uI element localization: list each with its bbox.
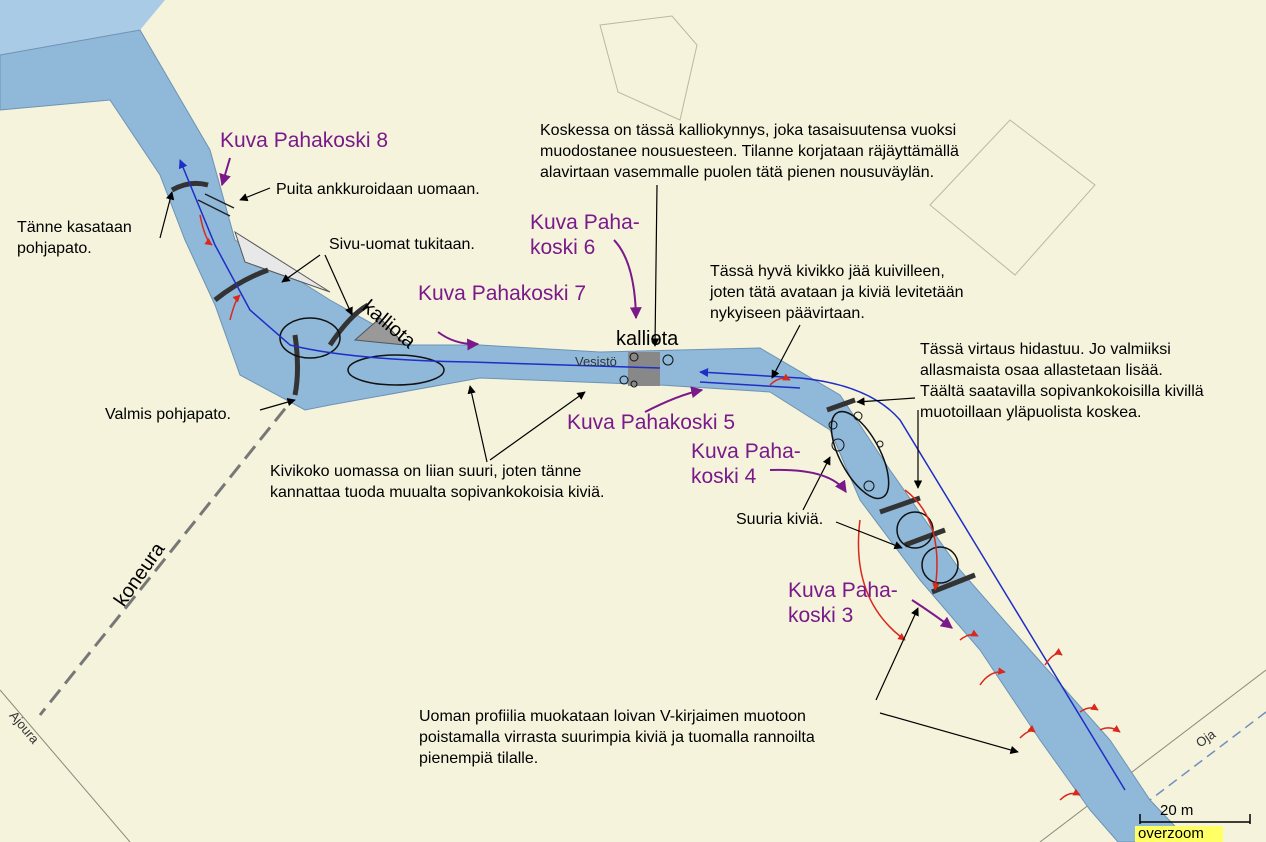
- scale-distance: 20 m: [1160, 802, 1194, 819]
- kalliota-label-2: kalliota: [616, 328, 679, 350]
- note-kivikoko: Kivikoko uomassa on liian suuri, joten t…: [270, 463, 605, 501]
- flow-arrows: [178, 159, 1126, 791]
- note-puita: Puita ankkuroidaan uomaan.: [276, 181, 480, 198]
- river-channel: [0, 29, 1191, 842]
- photo-label-5[interactable]: Kuva Pahakoski 5: [567, 411, 736, 434]
- overzoom-label: overzoom: [1138, 825, 1204, 842]
- stones: [619, 352, 884, 492]
- note-uoman: Uoman profiilia muokataan loivan V-kirja…: [419, 708, 815, 767]
- ajoura-road: [0, 689, 131, 842]
- oja-ditch-line: [1149, 711, 1266, 801]
- scale-bar: [1135, 814, 1251, 842]
- photo-label-6[interactable]: Kuva Paha- koski 6: [530, 211, 640, 259]
- vesisto-label: Vesistö: [575, 354, 617, 369]
- note-sivu: Sivu-uomat tukitaan.: [329, 236, 475, 253]
- bedrock-sill: [628, 352, 660, 386]
- photo-label-4[interactable]: Kuva Paha- koski 4: [691, 440, 801, 488]
- oja-ditch: [1039, 669, 1266, 842]
- dams: [170, 180, 976, 595]
- koneura-path: [38, 389, 302, 716]
- pools: [279, 317, 959, 584]
- photo-label-8[interactable]: Kuva Pahakoski 8: [220, 129, 389, 152]
- note-hyva: Tässä hyvä kivikko jää kuivilleen, joten…: [710, 263, 964, 322]
- field-outline: [599, 15, 698, 121]
- photo-arrows: [219, 157, 953, 629]
- note-valmis: Valmis pohjapato.: [105, 406, 231, 423]
- side-channel: [353, 317, 407, 346]
- overzoom-badge: [1135, 826, 1223, 842]
- field-outline: [929, 119, 1096, 276]
- tree-anchors: [197, 193, 235, 217]
- note-suuria: Suuria kiviä.: [736, 511, 824, 528]
- note-virtaus: Tässä virtaus hidastuu. Jo valmiiksi all…: [920, 341, 1204, 421]
- photo-label-7[interactable]: Kuva Pahakoski 7: [418, 282, 587, 305]
- leader-lines: [159, 184, 1019, 754]
- note-tanne: Tänne kasataan pohjapato.: [17, 219, 132, 257]
- side-flow-arrows: [199, 214, 1121, 801]
- note-koskessa: Koskessa on tässä kalliokynnys, joka tas…: [540, 122, 959, 181]
- photo-label-3[interactable]: Kuva Paha- koski 3: [788, 579, 898, 627]
